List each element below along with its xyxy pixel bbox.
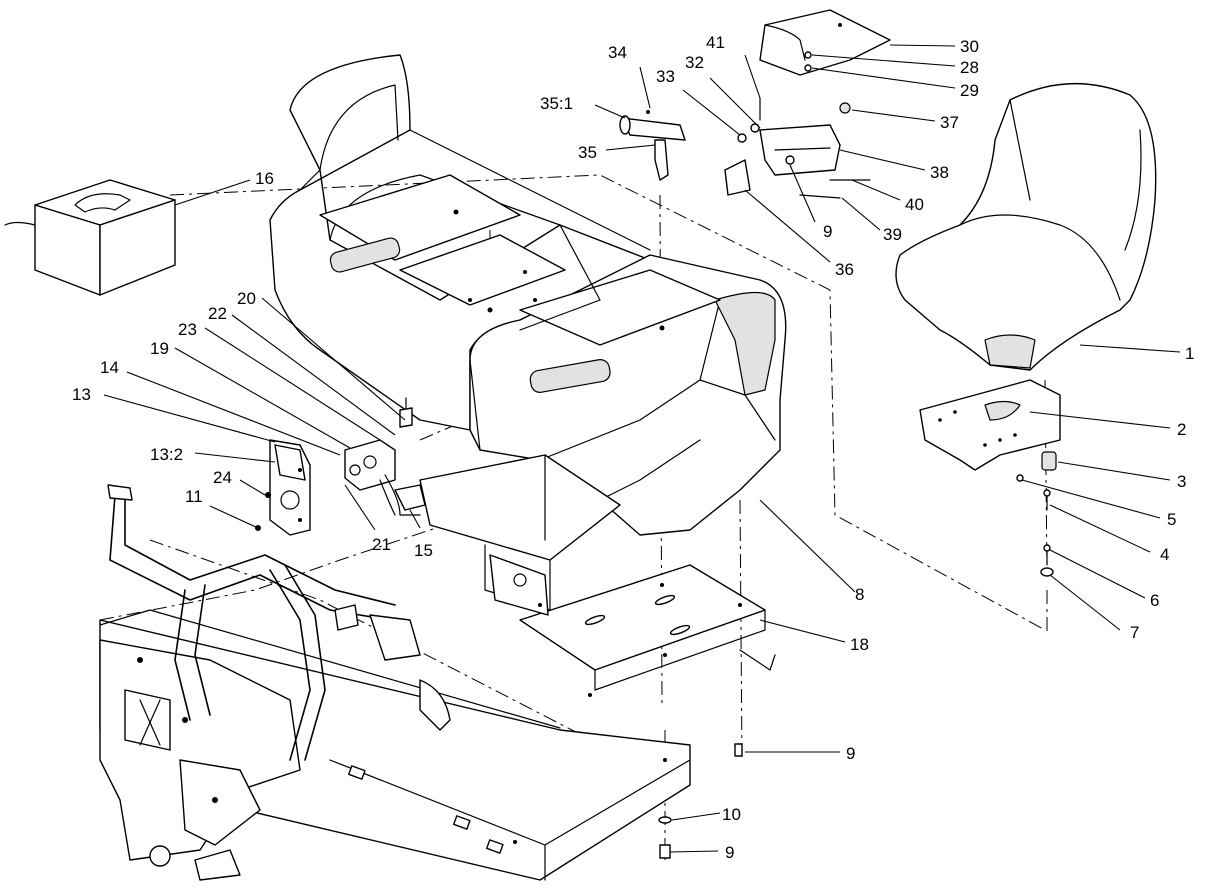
callout-38: 38 — [930, 163, 949, 182]
bolts — [658, 743, 743, 859]
callout-4: 4 — [1160, 545, 1169, 564]
callout-9-mid: 9 — [846, 744, 855, 763]
callout-2: 2 — [1177, 420, 1186, 439]
seat-plate — [919, 379, 1061, 471]
callout-13-2: 13:2 — [150, 445, 183, 464]
callout-9-bottom: 9 — [725, 843, 734, 862]
mounting-plate — [519, 564, 776, 691]
callout-18: 18 — [850, 635, 869, 654]
callout-10: 10 — [722, 805, 741, 824]
callout-13: 13 — [72, 385, 91, 404]
switch-bracket-assembly — [344, 397, 426, 516]
callout-34: 34 — [608, 43, 627, 62]
callout-6: 6 — [1150, 591, 1159, 610]
leader-lines — [103, 44, 1181, 853]
callout-32: 32 — [685, 53, 704, 72]
front-tow-assembly — [99, 639, 301, 881]
callout-36: 36 — [835, 260, 854, 279]
seat-support-box — [419, 454, 621, 616]
seat-cushion — [895, 83, 1157, 371]
callout-15: 15 — [414, 541, 433, 560]
seat-pans — [319, 174, 721, 393]
callout-labels: 1 2 3 4 5 6 7 8 9 9 9 10 11 13 13:2 14 1… — [72, 33, 1194, 862]
callout-30: 30 — [960, 37, 979, 56]
seat-hardware — [1016, 451, 1057, 577]
callout-8: 8 — [855, 585, 864, 604]
callout-22: 22 — [208, 304, 227, 323]
callout-9-top: 9 — [823, 222, 832, 241]
callout-7: 7 — [1130, 623, 1139, 642]
callout-16: 16 — [255, 169, 274, 188]
callout-3: 3 — [1177, 472, 1186, 491]
callout-39: 39 — [883, 225, 902, 244]
callout-21: 21 — [372, 535, 391, 554]
callout-37: 37 — [940, 113, 959, 132]
callout-14: 14 — [100, 358, 119, 377]
callout-19: 19 — [150, 339, 169, 358]
callout-29: 29 — [960, 81, 979, 100]
callout-20: 20 — [237, 289, 256, 308]
callout-41: 41 — [706, 33, 725, 52]
battery-cover — [4, 179, 176, 296]
callout-5: 5 — [1167, 510, 1176, 529]
callout-33: 33 — [656, 67, 675, 86]
roll-tube — [107, 484, 451, 761]
callout-35-1: 35:1 — [540, 94, 573, 113]
callout-28: 28 — [960, 58, 979, 77]
top-cover — [759, 9, 891, 114]
side-panel — [255, 439, 311, 536]
callout-1: 1 — [1185, 344, 1194, 363]
lever-assembly — [619, 97, 871, 199]
callout-40: 40 — [905, 195, 924, 214]
callout-35: 35 — [578, 143, 597, 162]
callout-11: 11 — [185, 487, 203, 506]
callout-24: 24 — [213, 468, 232, 487]
callout-23: 23 — [178, 320, 197, 339]
